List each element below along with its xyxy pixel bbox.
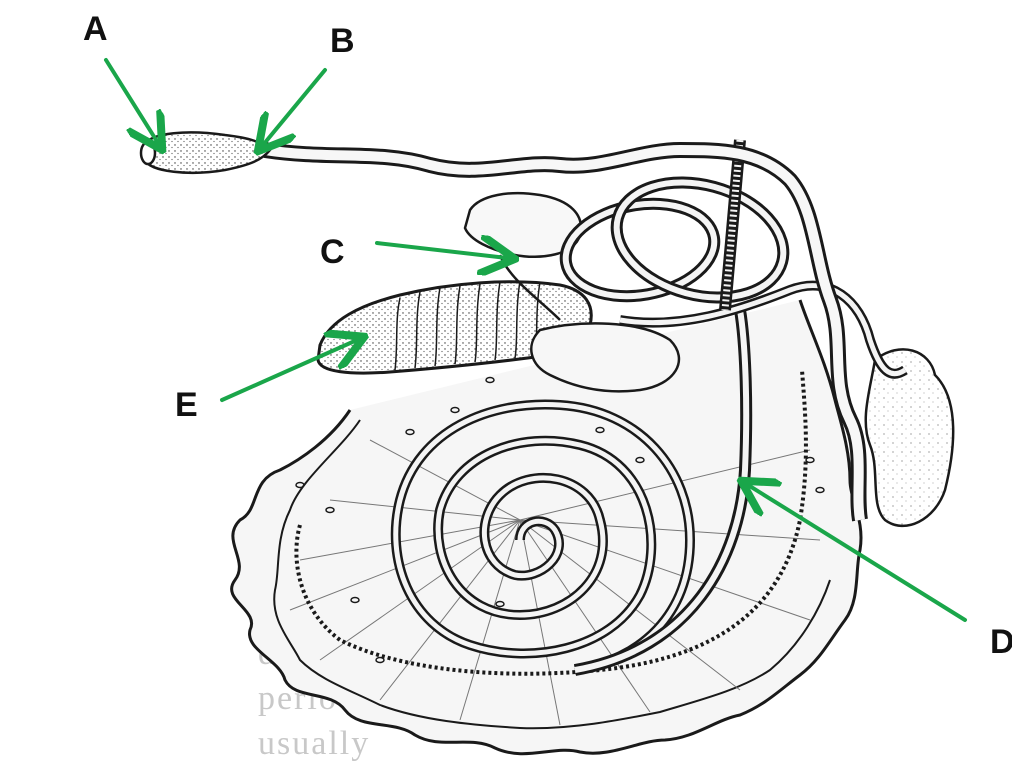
label-e: E <box>175 388 198 422</box>
lumpy-bulge-right <box>866 349 953 526</box>
label-d: D <box>990 625 1012 659</box>
label-a: A <box>83 12 108 46</box>
label-c: C <box>320 235 345 269</box>
striped-rod <box>725 140 740 310</box>
arrow-b <box>263 70 325 145</box>
arrow-a <box>106 60 158 143</box>
label-b: B <box>330 24 355 58</box>
terminal-bulb <box>145 132 270 172</box>
bulb-opening <box>141 142 155 164</box>
